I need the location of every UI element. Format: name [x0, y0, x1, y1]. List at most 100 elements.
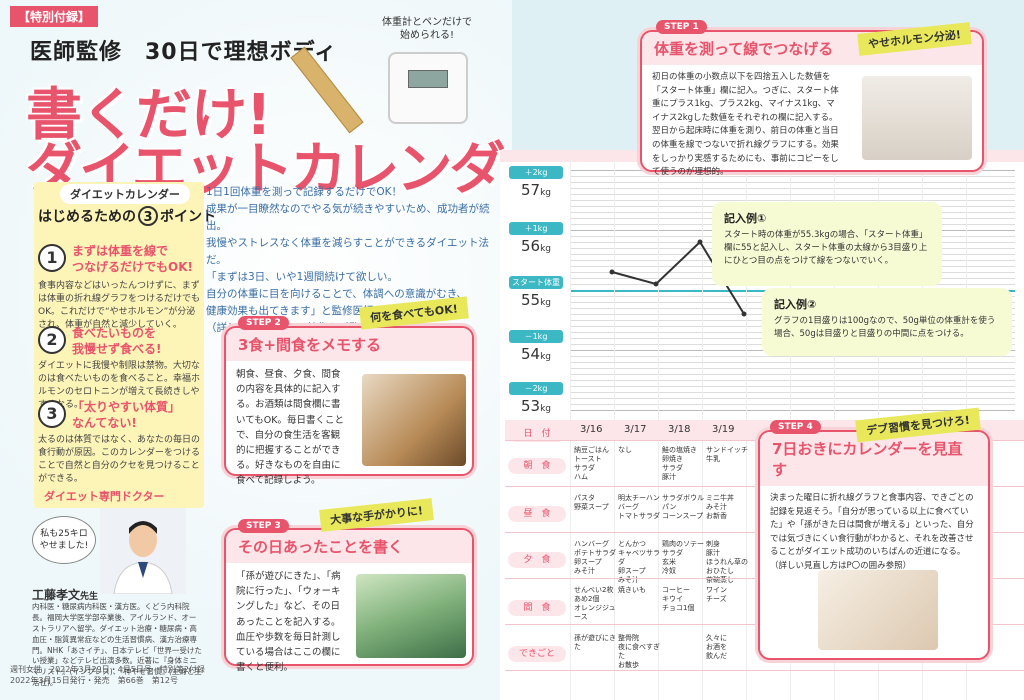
point-heading: 「太りやすい体質」 なんてない! — [72, 400, 181, 430]
example-1: 記入例① スタート時の体重が55.3kgの場合、「スタート体重」欄に55と記入し… — [712, 202, 942, 286]
weight-tag: スタート体重 — [509, 276, 563, 289]
point-number: 1 — [38, 244, 66, 272]
weight-unit: kg — [540, 404, 552, 414]
grid-line — [570, 188, 1015, 189]
weight-point — [653, 281, 659, 287]
row-label: できごと — [508, 646, 566, 662]
supervision-subtitle: 医師監修 30日で理想ボディ — [30, 40, 338, 65]
table-cell: 納豆ごはん トースト サラダ ハム — [574, 446, 609, 482]
point-heading: 食べたいものを 我慢せず食べる! — [72, 326, 162, 356]
point-number: 2 — [38, 326, 66, 354]
walking-photo — [356, 574, 466, 658]
point-body: 太るのは体質ではなく、あなたの毎日の食行動が原因。このカレンダーをつけることで自… — [38, 435, 201, 485]
table-row-line — [505, 670, 1024, 671]
weight-number: 54 — [520, 345, 541, 363]
step4-title: 7日おきにカレンダーを見直す — [760, 432, 988, 486]
step2-body: 朝食、昼食、夕食、間食の内容を具体的に記入する。お酒類は間食欄に書いてもOK。毎… — [236, 369, 344, 487]
scale-note: 体重計とペンだけで 始められる! — [382, 17, 472, 41]
example-2: 記入例② グラフの1目盛りは100gなので、50g単位の体重計を使う場合、50g… — [762, 288, 1012, 356]
grid-line — [570, 356, 1015, 357]
table-cell: コーヒー キウイ チョコ1個 — [662, 586, 695, 613]
step4-badge: STEP 4 — [770, 420, 821, 434]
point-2: 2 食べたいものを 我慢せず食べる! ダイエットに我慢や制限は禁物。大切なのは食… — [38, 326, 200, 410]
doctor-photo — [100, 508, 186, 595]
table-cell: 整骨院 夜に食べすぎた お散歩 — [618, 634, 660, 670]
grid-line — [570, 386, 1015, 387]
weight-point — [697, 239, 703, 245]
weight-unit: kg — [540, 298, 552, 308]
date-header: 3/17 — [624, 424, 647, 435]
grid-line — [570, 182, 1015, 183]
publication-footer: 週刊女性 2022年3月29日・4月5日号 特別第2付録 2022年3月15日発… — [10, 665, 205, 686]
point-1: 1 まずは体重を線で つなげるだけでもOK! 食事内容などはいったんつけずに、ま… — [38, 244, 200, 330]
weight-number: 57 — [520, 181, 541, 199]
feet-on-scale-photo — [862, 76, 972, 160]
step3-badge: STEP 3 — [238, 519, 289, 533]
doctor-title-suffix: 先生 — [80, 592, 99, 602]
step4-body: 決まった曜日に折れ線グラフと食事内容、できごとの記録を見返そう。「自分が思ってい… — [770, 493, 974, 571]
row-label: 間 食 — [508, 600, 566, 616]
woman-with-calendar-photo — [818, 570, 938, 650]
points-title-pre: はじめるための — [38, 209, 136, 225]
weight-unit: kg — [540, 352, 552, 362]
step2-badge: STEP 2 — [238, 316, 289, 330]
weight-value: 56kg — [509, 235, 563, 255]
point-heading: まずは体重を線で つなげるだけでもOK! — [72, 244, 193, 274]
weight-tag: －1kg — [509, 330, 563, 343]
table-cell: ミニ牛丼 みそ汁 お新香 — [706, 494, 734, 521]
step1-body: 初日の体重の小数点以下を四捨五入した数値を「スタート体重」欄に記入。つぎに、スタ… — [652, 72, 839, 178]
special-supplement-tag: 【特別付録】 — [10, 6, 99, 27]
weight-tag: ＋1kg — [509, 222, 563, 235]
date-header: 3/16 — [580, 424, 603, 435]
point-body: 食事内容などはいったんつけずに、まずは体重の折れ線グラフをつけるだけでもOK。こ… — [38, 281, 201, 331]
step3-title: その日あったことを書く — [226, 530, 472, 563]
doctor-illustration — [100, 508, 186, 595]
table-cell: 孫が遊びにきた — [574, 634, 616, 652]
points-title-num: 3 — [138, 206, 158, 226]
row-label: 日 付 — [508, 426, 566, 442]
row-label: 夕 食 — [508, 552, 566, 568]
grid-line — [570, 362, 1015, 363]
step3-body: 「孫が遊びにきた」、「病院に行った」、「ウォーキングした」など、その日あったこと… — [236, 571, 341, 674]
point-3: 3 「太りやすい体質」 なんてない! 太るのは体質ではなく、あなたの毎日の食行動… — [38, 400, 201, 490]
table-cell: パスタ 野菜スープ — [574, 494, 609, 512]
grid-line — [570, 176, 1015, 177]
weight-value: 53kg — [509, 395, 563, 415]
table-cell: 鮭の塩焼き 卵焼き サラダ 豚汁 — [662, 446, 697, 482]
weight-tag: －2kg — [509, 382, 563, 395]
table-cell: 刺身 豚汁 ほうれん草のおひたし 茶碗蒸し — [706, 540, 748, 585]
table-cell: せんべい2枚 あめ2個 オレンジジュース — [574, 586, 616, 622]
main-title-line1: 書くだけ! — [26, 83, 272, 148]
grid-line — [570, 194, 1015, 195]
table-cell: サンドイッチ 牛乳 — [706, 446, 748, 464]
meal-photo — [362, 374, 466, 466]
doctor-name-text: 工藤孝文 — [32, 588, 81, 602]
example-title: 記入例② — [774, 298, 817, 311]
grid-line — [570, 374, 1015, 375]
doctor-description: 内科医・糖尿病内科医・漢方医。くどう内科院長。福岡大学医学部卒業後、アイルランド… — [32, 602, 202, 688]
step1-badge: STEP 1 — [656, 20, 707, 34]
example-title: 記入例① — [724, 212, 767, 225]
table-cell: ハンバーグ ポテトサラダ 卵スープ みそ汁 — [574, 540, 616, 576]
table-cell: とんかつ キャベツサラダ 卵スープ みそ汁 — [618, 540, 660, 585]
table-cell: なし — [618, 446, 632, 454]
grid-line — [570, 392, 1015, 393]
doctor-speech-bubble: 私も25キロ やせました! — [32, 516, 96, 564]
row-label: 朝 食 — [508, 458, 566, 474]
grid-line — [570, 200, 1015, 201]
example-body: スタート時の体重が55.3kgの場合、「スタート体重」欄に55と記入し、スタート… — [724, 230, 928, 267]
bathroom-scale-illustration — [388, 52, 468, 124]
grid-line — [570, 380, 1015, 381]
grid-line — [570, 404, 1015, 405]
step4-card: 7日おきにカレンダーを見直す 決まった曜日に折れ線グラフと食事内容、できごとの記… — [758, 430, 990, 660]
weight-value: 54kg — [509, 343, 563, 363]
table-cell: 明太チーハンバーグ トマトサラダ — [618, 494, 660, 521]
doctor-header: ダイエット専門ドクター — [44, 490, 165, 503]
date-header: 3/19 — [712, 424, 735, 435]
weight-number: 55 — [520, 291, 541, 309]
